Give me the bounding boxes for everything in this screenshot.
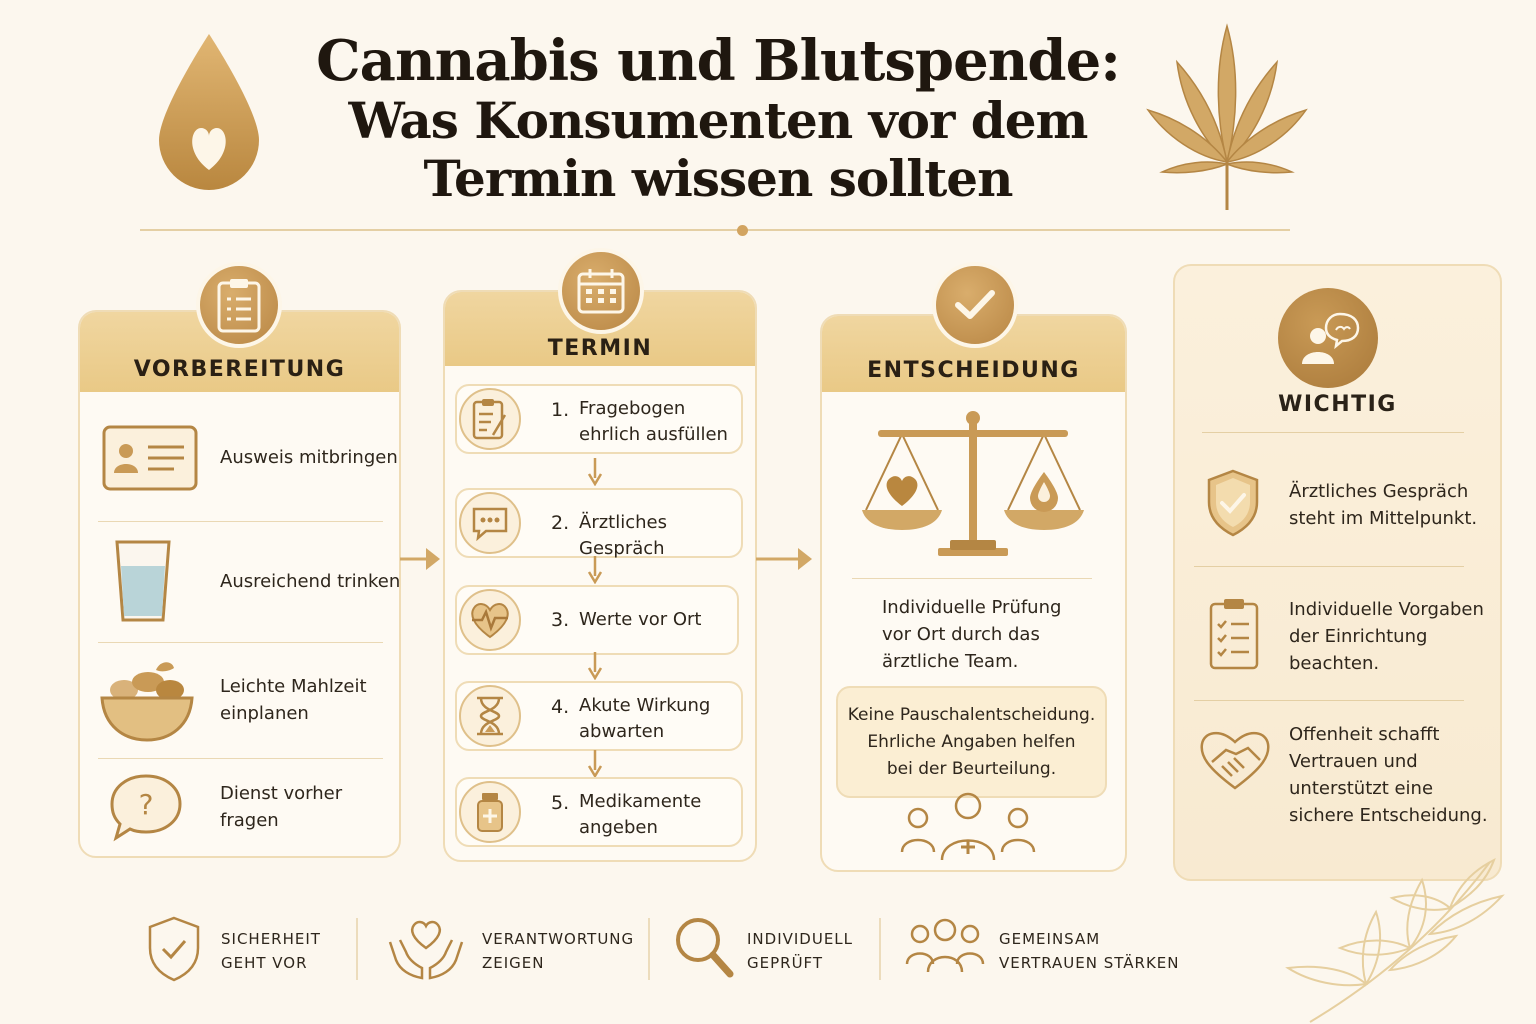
termin-step-3: 3. Werte vor Ort xyxy=(455,585,739,655)
arrow-right-icon xyxy=(756,548,812,570)
decorative-branch-icon xyxy=(1285,857,1505,1023)
clipboard-icon xyxy=(196,262,282,348)
row-divider xyxy=(98,758,383,759)
calendar-icon xyxy=(558,248,644,334)
magnifier-icon xyxy=(676,918,734,978)
cannabis-leaf-icon xyxy=(1146,23,1308,210)
hourglass-icon xyxy=(459,685,521,747)
row-divider xyxy=(1194,700,1464,701)
chat-bubble-icon xyxy=(459,492,521,554)
arrow-right-icon xyxy=(400,548,440,570)
hands-heart-icon xyxy=(388,920,464,980)
wichtig-heading: WICHTIG xyxy=(1278,392,1397,417)
id-card-icon xyxy=(102,425,198,491)
footer-separator xyxy=(879,918,881,980)
row-divider xyxy=(98,521,383,522)
water-glass-icon xyxy=(115,540,171,622)
arrow-down-icon xyxy=(587,750,603,778)
arrow-down-icon xyxy=(587,458,603,486)
heart-handshake-icon xyxy=(1200,732,1270,790)
entscheidung-heading: ENTSCHEIDUNG xyxy=(822,316,1125,392)
shield-check-icon xyxy=(1207,469,1259,537)
footer-shield-check-icon xyxy=(148,916,200,982)
row-divider xyxy=(1202,432,1464,433)
divider-dot xyxy=(737,225,748,236)
arrow-down-icon xyxy=(587,556,603,584)
row-divider xyxy=(1194,566,1464,567)
balance-scale-icon xyxy=(862,411,1084,556)
checklist-icon xyxy=(1209,599,1259,670)
svg-text:?: ? xyxy=(139,788,154,821)
row-divider xyxy=(852,578,1092,579)
footer-separator xyxy=(648,918,650,980)
title-divider xyxy=(140,229,1290,231)
group-icon xyxy=(905,918,985,973)
page-title: Cannabis und Blutspende: Was Konsumenten… xyxy=(316,28,1121,208)
person-speech-icon xyxy=(1278,288,1378,388)
blood-drop-heart-icon xyxy=(159,34,259,190)
entscheidung-note: Keine Pauschalentscheidung.Ehrliche Anga… xyxy=(836,686,1107,798)
row-divider xyxy=(98,642,383,643)
question-bubble-icon: ? xyxy=(110,774,182,842)
heart-pulse-icon xyxy=(459,589,521,651)
footer-separator xyxy=(356,918,358,980)
medical-team-icon xyxy=(900,792,1036,861)
food-bowl-icon xyxy=(100,662,194,742)
checkmark-icon xyxy=(932,262,1018,348)
vorbereitung-item-2: Ausreichend trinken xyxy=(220,571,401,592)
medicine-bottle-icon xyxy=(459,781,521,843)
arrow-down-icon xyxy=(587,652,603,680)
vorbereitung-item-1: Ausweis mitbringen xyxy=(220,447,398,468)
termin-step-2: 2. Ärztliches Gespräch xyxy=(455,488,743,559)
clipboard-pen-icon xyxy=(459,388,521,450)
